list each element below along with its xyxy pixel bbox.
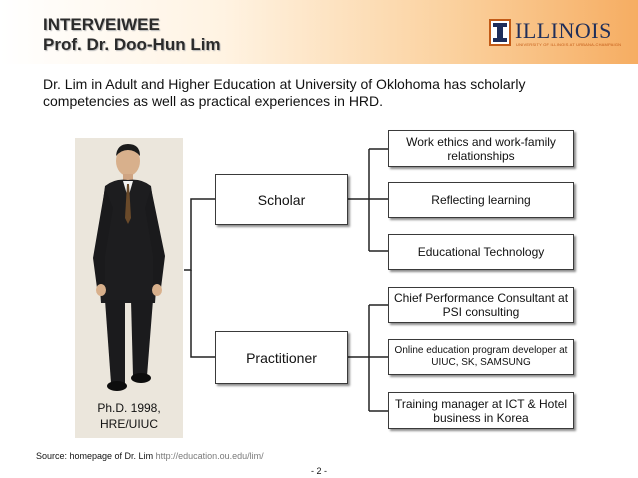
portrait-photo: Ph.D. 1998, HRE/UIUC: [75, 138, 183, 438]
practitioner-item-box: Training manager at ICT & Hotel business…: [388, 392, 574, 429]
title-line-2: Prof. Dr. Doo-Hun Lim: [43, 35, 221, 54]
intro-text: Dr. Lim in Adult and Higher Education at…: [43, 76, 526, 109]
slide-header: INTERVEIWEE Prof. Dr. Doo-Hun Lim ILLINO…: [0, 0, 638, 64]
illinois-block-i-icon: [489, 19, 511, 46]
source-link[interactable]: http://education.ou.edu/lim/: [155, 451, 264, 461]
page-number: - 2 -: [310, 466, 327, 476]
scholar-item-box: Work ethics and work-family relationship…: [388, 130, 574, 167]
scholar-item-box: Educational Technology: [388, 234, 574, 270]
scholar-item-label: Educational Technology: [417, 245, 545, 259]
scholar-item-label: Reflecting learning: [431, 193, 531, 207]
role-box-practitioner: Practitioner: [215, 331, 348, 384]
caption-line-2: HRE/UIUC: [99, 417, 158, 431]
practitioner-item-label: Online education program developer at UI…: [394, 345, 568, 368]
practitioner-item-box: Chief Performance Consultant at PSI cons…: [388, 287, 574, 323]
practitioner-item-label: Chief Performance Consultant at PSI cons…: [393, 291, 569, 319]
role-label-practitioner: Practitioner: [246, 349, 317, 366]
role-label-scholar: Scholar: [257, 191, 306, 208]
role-box-scholar: Scholar: [215, 174, 348, 225]
source-note: Source: homepage of Dr. Lim http://educa…: [36, 451, 264, 461]
logo-subtitle: UNIVERSITY OF ILLINOIS AT URBANA-CHAMPAI…: [516, 42, 622, 47]
scholar-item-label: Work ethics and work-family relationship…: [406, 134, 556, 163]
slide-title: INTERVEIWEE Prof. Dr. Doo-Hun Lim: [43, 15, 221, 55]
title-line-1: INTERVEIWEE: [43, 15, 160, 34]
caption-line-1: Ph.D. 1998,: [97, 401, 161, 415]
scholar-item-box: Reflecting learning: [388, 182, 574, 218]
practitioner-item-label: Training manager at ICT & Hotel business…: [394, 396, 568, 425]
source-label: Source: homepage of Dr. Lim: [36, 451, 154, 461]
illinois-logo: ILLINOIS UNIVERSITY OF ILLINOIS AT URBAN…: [489, 18, 621, 49]
photo-caption: Ph.D. 1998, HRE/UIUC: [75, 400, 183, 432]
logo-wordmark: ILLINOIS: [515, 18, 612, 43]
person-figure-icon: [93, 144, 165, 391]
practitioner-item-box: Online education program developer at UI…: [388, 339, 574, 375]
